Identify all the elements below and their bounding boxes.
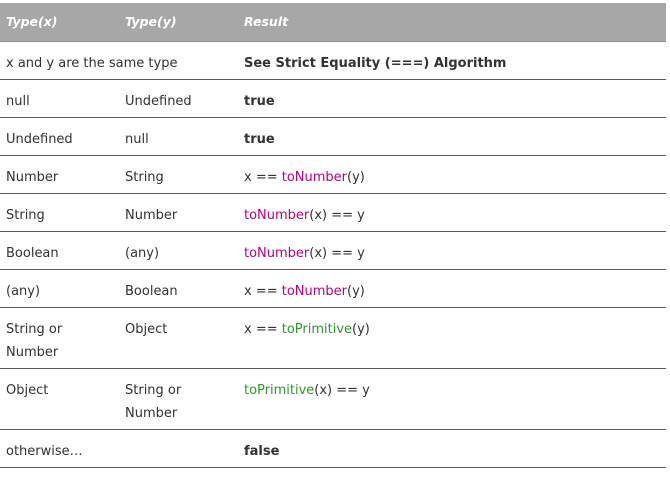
table-row: Boolean (any) toNumber(x) == y: [0, 232, 666, 270]
cell-type-x: Number: [6, 170, 59, 185]
result-text: true: [244, 94, 275, 109]
result-text: (y): [347, 170, 365, 185]
cell-result: x == toPrimitive(y): [244, 318, 664, 341]
header-type-y: Type(y): [125, 14, 177, 29]
result-text: false: [244, 444, 280, 459]
table-row: String Number toNumber(x) == y: [0, 194, 666, 232]
header-type-x: Type(x): [6, 14, 58, 29]
cell-type-x: Undefined: [6, 132, 73, 147]
table-row: Object String or Number toPrimitive(x) == …: [0, 369, 666, 430]
result-text: (x) == y: [309, 208, 365, 223]
cell-type-y: null: [125, 132, 149, 147]
result-text: (x) == y: [314, 383, 370, 398]
cell-result: toNumber(x) == y: [244, 242, 664, 265]
result-text: x ==: [244, 284, 282, 299]
cell-result: toNumber(x) == y: [244, 204, 664, 227]
cell-type-y: (any): [125, 246, 160, 261]
table-header: Type(x) Type(y) Result: [0, 3, 666, 42]
result-text: (x) == y: [309, 246, 365, 261]
table-row: otherwise… false: [0, 430, 666, 468]
result-text: x ==: [244, 322, 282, 337]
result-text: true: [244, 132, 275, 147]
cell-result: See Strict Equality (===) Algorithm: [244, 52, 664, 75]
fn-toprimitive: toPrimitive: [244, 383, 315, 398]
table-row: String or Number Object x == toPrimitive(y…: [0, 308, 666, 369]
cell-type-y: Undefined: [125, 94, 192, 109]
cell-type-x: x and y are the same type: [6, 56, 178, 71]
fn-toprimitive: toPrimitive: [281, 322, 353, 337]
fn-tonumber: toNumber: [244, 208, 310, 223]
fn-tonumber: toNumber: [244, 246, 310, 261]
cell-type-x: null: [6, 94, 30, 109]
cell-type-y: String: [125, 170, 164, 185]
cell-type-x: String: [6, 208, 45, 223]
table-body: x and y are the same type See Strict Equa…: [0, 42, 666, 468]
cell-type-y: Boolean: [125, 284, 178, 299]
cell-type-x: Object: [6, 383, 49, 398]
header-result: Result: [244, 14, 289, 29]
table-row: Undefined null true: [0, 118, 666, 156]
fn-tonumber: toNumber: [281, 284, 348, 299]
cell-type-y: Number: [125, 208, 178, 223]
result-text: See Strict Equality (===) Algorithm: [244, 56, 507, 71]
cell-result: false: [244, 440, 664, 463]
cell-type-y: Object: [125, 322, 168, 337]
cell-type-x: otherwise…: [6, 444, 83, 459]
table-row: Number String x == toNumber(y): [0, 156, 666, 194]
table-row: x and y are the same type See Strict Equa…: [0, 42, 666, 80]
fn-tonumber: toNumber: [281, 170, 348, 185]
cell-result: true: [244, 128, 664, 151]
equality-table: Type(x) Type(y) Result x and y are the s…: [0, 3, 666, 468]
cell-type-x: (any): [6, 284, 41, 299]
table-row: null Undefined true: [0, 80, 666, 118]
cell-result: true: [244, 90, 664, 113]
result-text: (y): [352, 322, 370, 337]
cell-type-x: String or Number: [6, 322, 63, 360]
cell-type-x: Boolean: [6, 246, 59, 261]
result-text: (y): [347, 284, 365, 299]
table-row: (any) Boolean x == toNumber(y): [0, 270, 666, 308]
result-text: x ==: [244, 170, 282, 185]
cell-result: x == toNumber(y): [244, 166, 664, 189]
cell-type-y: String or Number: [125, 383, 182, 421]
cell-result: toPrimitive(x) == y: [244, 379, 664, 402]
cell-result: x == toNumber(y): [244, 280, 664, 303]
